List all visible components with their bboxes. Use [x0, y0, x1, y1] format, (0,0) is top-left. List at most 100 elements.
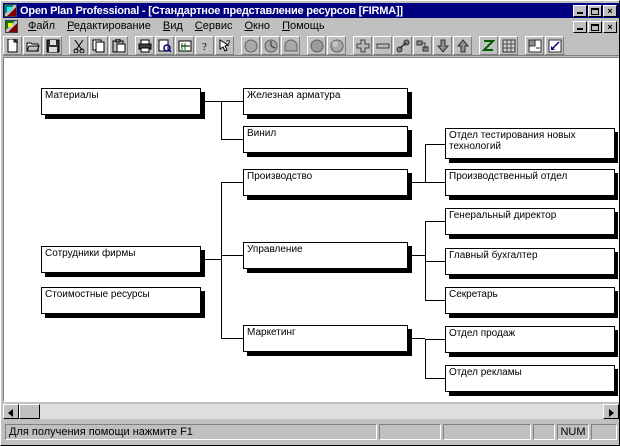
- scroll-left-arrow-icon[interactable]: [3, 403, 19, 419]
- status-bar: Для получения помощи нажмите F1 NUM: [3, 421, 619, 441]
- edge-n7-n12: [425, 261, 445, 262]
- node-label: Отдел продаж: [449, 328, 516, 339]
- layout-step-icon[interactable]: [413, 35, 432, 55]
- menu-item-window[interactable]: Окно: [238, 20, 276, 33]
- print-preview-icon[interactable]: [155, 35, 174, 55]
- edge-n2-vertical: [221, 182, 222, 339]
- diagram-node[interactable]: Главный бухгалтер: [445, 248, 615, 275]
- diagram-node[interactable]: Отдел продаж: [445, 326, 615, 353]
- status-panel-5: [591, 424, 617, 440]
- zigzag-icon[interactable]: [479, 35, 498, 55]
- close-button[interactable]: ×: [603, 4, 617, 17]
- toolbar: ? ?: [3, 35, 619, 56]
- edge-n2-trunk: [205, 259, 221, 260]
- new-icon[interactable]: [3, 35, 22, 55]
- open-folder-icon[interactable]: [23, 35, 42, 55]
- ellipse-filled-icon[interactable]: [307, 35, 326, 55]
- svg-text:?: ?: [202, 41, 207, 53]
- restore-button[interactable]: [588, 4, 602, 17]
- node-label: Сотрудники фирмы: [45, 248, 136, 259]
- menu-accel-view: В: [162, 20, 171, 32]
- diagram-node[interactable]: Генеральный директор: [445, 208, 615, 235]
- edge-stub-n15: [615, 378, 618, 379]
- status-panel-1: [379, 424, 441, 440]
- diagram-node[interactable]: Железная арматура: [243, 88, 408, 115]
- menu-item-service[interactable]: Сервис: [189, 20, 239, 33]
- move-down-arrow-icon[interactable]: [433, 35, 452, 55]
- copy-icon[interactable]: [89, 35, 108, 55]
- menu-item-edit[interactable]: Редактирование: [61, 20, 157, 33]
- status-num-indicator: NUM: [557, 424, 589, 440]
- title-bar: Open Plan Professional - [Стандартное пр…: [3, 3, 619, 18]
- menu-label-edit: едактирование: [73, 20, 151, 32]
- edge-n6-n10: [425, 182, 445, 183]
- diagram-node[interactable]: Производственный отдел: [445, 169, 615, 196]
- horizontal-scrollbar[interactable]: [3, 403, 619, 419]
- link-icon[interactable]: [393, 35, 412, 55]
- fit-to-window-icon[interactable]: [545, 35, 564, 55]
- node-label: Железная арматура: [247, 90, 341, 101]
- minimize-button[interactable]: [573, 4, 587, 17]
- sort-icon[interactable]: [175, 35, 194, 55]
- circle-clock-node-icon[interactable]: [261, 35, 280, 55]
- status-panel-2: [443, 424, 531, 440]
- edge-stub-n10: [615, 182, 618, 183]
- edge-n1-n4: [221, 101, 243, 102]
- context-help-arrow-icon[interactable]: ?: [215, 35, 234, 55]
- mdi-close-button[interactable]: ×: [603, 20, 617, 33]
- mdi-minimize-button[interactable]: [573, 20, 587, 33]
- menu-label-view: ид: [170, 20, 183, 32]
- diagram-node[interactable]: Производство: [243, 169, 408, 196]
- node-label: Отдел рекламы: [449, 367, 522, 378]
- menu-label-window: кно: [253, 20, 271, 32]
- diagram-node[interactable]: Управление: [243, 242, 408, 269]
- node-label: Винил: [247, 128, 277, 139]
- menu-label-file: айл: [36, 20, 56, 32]
- edge-stub-n14: [615, 339, 618, 340]
- menu-item-help[interactable]: Помощь: [276, 20, 331, 33]
- diagram-node[interactable]: Сотрудники фирмы: [41, 246, 201, 273]
- menu-item-file[interactable]: Файл: [22, 20, 61, 33]
- menu-item-view[interactable]: Вид: [157, 20, 189, 33]
- edge-n7-n11: [425, 221, 445, 222]
- diagram-node[interactable]: Стоимостные ресурсы: [41, 287, 201, 314]
- diagram-client-area[interactable]: Материалы Сотрудники фирмы Стоимостные р…: [3, 57, 619, 402]
- scroll-right-arrow-icon[interactable]: [603, 403, 619, 419]
- ellipse-shaded-icon[interactable]: [327, 35, 346, 55]
- node-label: Материалы: [45, 90, 99, 101]
- print-icon[interactable]: [135, 35, 154, 55]
- menu-bar: Файл Редактирование Вид Сервис Окно Помо…: [3, 19, 619, 34]
- scroll-thumb[interactable]: [19, 403, 40, 419]
- help-question-icon[interactable]: ?: [195, 35, 214, 55]
- diagram-node[interactable]: Материалы: [41, 88, 201, 115]
- status-panel-3: [533, 424, 555, 440]
- diagram-node[interactable]: Отдел рекламы: [445, 365, 615, 392]
- rounded-node-icon[interactable]: [281, 35, 300, 55]
- grid-table-icon[interactable]: [499, 35, 518, 55]
- diagram-node[interactable]: Винил: [243, 126, 408, 153]
- edge-n1-n5: [221, 139, 243, 140]
- edge-n1-vertical: [221, 101, 222, 139]
- mdi-restore-button[interactable]: [588, 20, 602, 33]
- move-up-arrow-icon[interactable]: [453, 35, 472, 55]
- node-label: Генеральный директор: [449, 210, 557, 221]
- edge-n7-trunk: [412, 255, 425, 256]
- diagram-node[interactable]: Отдел тестирования новых технологий: [445, 128, 615, 159]
- menu-label-help: омощь: [289, 20, 325, 32]
- edge-n2-n6: [221, 182, 243, 183]
- node-label: Стоимостные ресурсы: [45, 289, 150, 300]
- scroll-track[interactable]: [19, 403, 603, 419]
- save-disk-icon[interactable]: [43, 35, 62, 55]
- menu-accel-file: Ф: [28, 20, 37, 32]
- cut-scissors-icon[interactable]: [69, 35, 88, 55]
- edge-n6-n9: [425, 144, 445, 145]
- circle-node-icon[interactable]: [241, 35, 260, 55]
- document-icon[interactable]: [5, 20, 18, 33]
- diagram-node[interactable]: Секретарь: [445, 287, 615, 314]
- diagram-node[interactable]: Маркетинг: [243, 325, 408, 352]
- tile-windows-icon[interactable]: [525, 35, 544, 55]
- paste-icon[interactable]: [109, 35, 128, 55]
- zoom-in-plus-icon[interactable]: [353, 35, 372, 55]
- mdi-child-controls: ×: [573, 20, 617, 33]
- zoom-out-minus-icon[interactable]: [373, 35, 392, 55]
